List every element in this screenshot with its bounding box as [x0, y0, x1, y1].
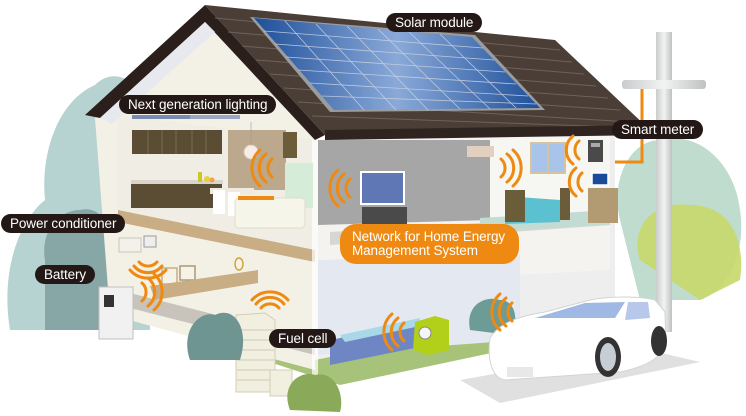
solar-module-panel — [250, 17, 545, 112]
label-battery: Battery — [35, 265, 96, 284]
fuel-cell-unit — [235, 312, 293, 397]
label-solar-module: Solar module — [386, 13, 483, 32]
label-hems-line-1: Network for Home Energy — [352, 229, 506, 244]
wave-heat-pump — [382, 312, 406, 352]
wave-fuel-cell — [250, 290, 290, 310]
wave-tv — [328, 168, 352, 208]
label-fuel-cell: Fuel cell — [269, 329, 337, 348]
label-power-conditioner: Power conditioner — [1, 214, 126, 233]
label-next-generation-lighting: Next generation lighting — [119, 95, 277, 114]
heat-pump-unit — [413, 316, 449, 355]
wave-aircon — [499, 148, 523, 188]
label-hems-line-2: Management System — [352, 243, 478, 258]
label-smart-meter: Smart meter — [612, 120, 704, 139]
living-room — [360, 140, 618, 229]
lower-left-room — [98, 235, 258, 340]
wave-vehicle — [490, 292, 514, 332]
kitchen — [131, 115, 313, 229]
wave-battery — [140, 272, 164, 312]
electric-vehicle — [460, 296, 700, 403]
signal-waves — [128, 134, 584, 352]
wave-kitchen — [250, 148, 274, 188]
wave-smart-meter — [564, 134, 581, 166]
wave-computer — [567, 166, 584, 198]
label-hems-network: Network for Home Energy Management Syste… — [340, 224, 520, 264]
